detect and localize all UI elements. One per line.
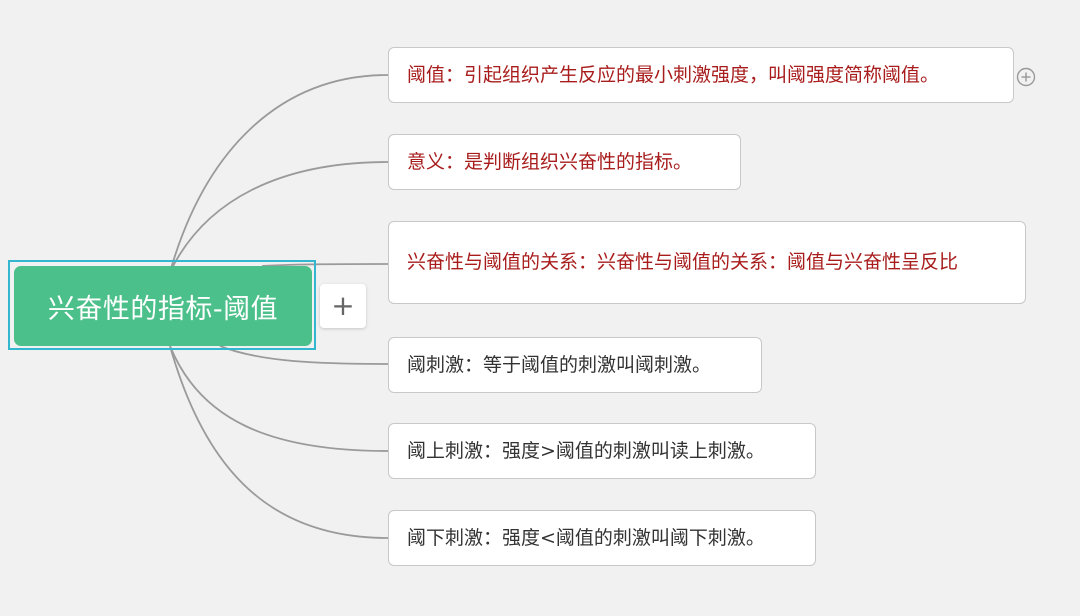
connector-2 bbox=[169, 161, 389, 273]
connector-4 bbox=[219, 345, 389, 365]
connector-5 bbox=[169, 345, 389, 452]
topic-subthreshold-stimulus[interactable]: 阈下刺激：强度<阈值的刺激叫阈下刺激。 bbox=[388, 510, 816, 566]
topic-threshold[interactable]: 阈值：引起组织产生反应的最小刺激强度，叫阈强度简称阈值。 bbox=[388, 47, 1014, 103]
connector-1 bbox=[169, 74, 389, 273]
connector-3 bbox=[261, 263, 389, 267]
connector-6 bbox=[169, 345, 389, 539]
topic-label: 阈上刺激：强度>阈值的刺激叫读上刺激。 bbox=[407, 439, 765, 462]
plus-icon: + bbox=[331, 289, 355, 322]
topic-label: 阈刺激：等于阈值的刺激叫阈刺激。 bbox=[407, 353, 712, 376]
add-topic-button[interactable]: + bbox=[320, 284, 366, 328]
root-topic-label: 兴奋性的指标-阈值 bbox=[47, 293, 279, 325]
topic-label: 阈值：引起组织产生反应的最小刺激强度，叫阈强度简称阈值。 bbox=[407, 63, 940, 86]
topic-suprathreshold-stimulus[interactable]: 阈上刺激：强度>阈值的刺激叫读上刺激。 bbox=[388, 423, 816, 479]
root-topic[interactable]: 兴奋性的指标-阈值 bbox=[14, 266, 312, 346]
topic-relationship[interactable]: 兴奋性与阈值的关系：兴奋性与阈值的关系：阈值与兴奋性呈反比 bbox=[388, 221, 1026, 304]
topic-threshold-stimulus[interactable]: 阈刺激：等于阈值的刺激叫阈刺激。 bbox=[388, 337, 762, 393]
topic-label: 阈下刺激：强度<阈值的刺激叫阈下刺激。 bbox=[407, 526, 765, 549]
topic-label: 兴奋性与阈值的关系：兴奋性与阈值的关系：阈值与兴奋性呈反比 bbox=[407, 251, 959, 273]
topic-meaning[interactable]: 意义：是判断组织兴奋性的指标。 bbox=[388, 134, 741, 190]
root-selection-outline bbox=[8, 260, 316, 350]
circle-plus-icon[interactable] bbox=[1016, 67, 1036, 87]
topic-label: 意义：是判断组织兴奋性的指标。 bbox=[407, 150, 693, 173]
